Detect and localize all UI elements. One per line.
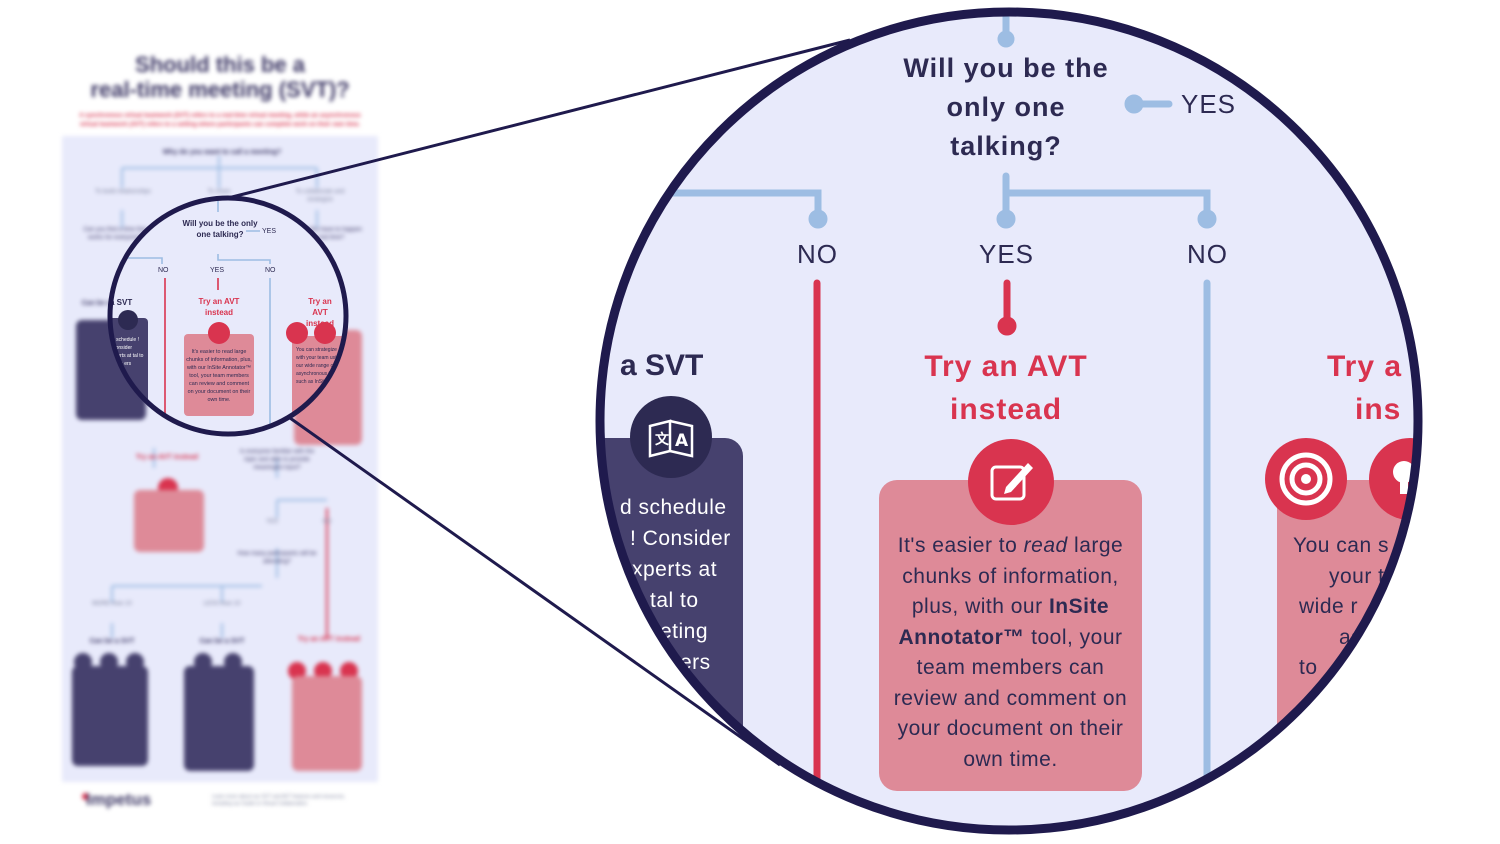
thumb-option-right: To collaborate and strategize xyxy=(295,189,345,203)
small-lightbulb-icon xyxy=(314,322,336,344)
target-icon xyxy=(1265,438,1347,520)
thumb-pink-card-2 xyxy=(134,490,204,552)
svt-dark-card xyxy=(599,438,743,831)
thumb-dark-card-3 xyxy=(184,666,254,771)
avt-pink-card xyxy=(879,480,1142,791)
small-card-text: It's easier to read large chunks of info… xyxy=(186,349,252,403)
small-edit-icon xyxy=(208,322,230,344)
small-target-icon xyxy=(286,322,308,344)
thumb-yes: YES xyxy=(265,519,278,525)
thumb-try-avt-3: Try an AVT instead xyxy=(297,636,361,643)
small-lens: Will you be the only one talking? YES NO… xyxy=(110,198,346,434)
thumb-option-mid: To share xyxy=(207,189,231,195)
try-avt-heading-right: Try a ins xyxy=(1327,350,1403,426)
thumb-no: NO xyxy=(322,519,332,525)
lens-connectors xyxy=(599,11,1217,831)
translate-icon: 文 A xyxy=(630,396,712,478)
thumb-dark-card-2 xyxy=(72,666,148,766)
label-no-right: NO xyxy=(1187,239,1228,269)
small-yes-side: YES xyxy=(262,228,277,235)
thumb-try-avt-1: Try an AVT instead xyxy=(135,454,199,461)
thumb-question-left: Can you find a time that works for every… xyxy=(83,227,147,241)
small-right-text: You can strategize with your team using … xyxy=(296,347,344,385)
infographic-subtitle: A synchronous virtual teamwork (SVT) ref… xyxy=(79,113,361,128)
small-no-right: NO xyxy=(265,267,276,274)
small-question: Will you be the only one talking? xyxy=(182,219,258,239)
thumb-less: LESS than 10 xyxy=(203,601,241,607)
can-be-svt-heading: a SVT xyxy=(620,349,704,382)
impetus-logo: Impetus xyxy=(86,790,152,809)
infographic-title: Should this be a real-time meeting (SVT)… xyxy=(90,52,350,102)
small-translate-icon xyxy=(118,310,138,330)
logo-dot xyxy=(82,793,89,800)
label-yes-center: YES xyxy=(979,239,1035,269)
label-yes-side: YES xyxy=(1181,89,1237,119)
small-pink-card xyxy=(184,334,254,416)
edit-note-icon xyxy=(968,439,1054,525)
avt-card-text: It's easier to read large chunks of info… xyxy=(893,534,1128,771)
thumb-pink-card-3 xyxy=(292,676,362,771)
try-avt-heading: Try an AVT instead xyxy=(924,350,1088,426)
thumb-question-familiar: Is everyone familiar with the topic and … xyxy=(239,449,315,471)
thumb-icon-g xyxy=(314,662,332,680)
thumb-question-top: Why do you want to call a meeting? xyxy=(162,149,282,156)
svg-text:文: 文 xyxy=(655,431,670,448)
thumb-icon-f xyxy=(288,662,306,680)
small-dark-card xyxy=(110,318,148,418)
question-only-one-talking: Will you be the only one talking? xyxy=(903,53,1109,161)
thumb-can-be-svt-1: Can be a SVT xyxy=(81,300,127,307)
thumb-can-be-svt-2: Can be a SVT xyxy=(89,638,135,645)
thumb-icon-h xyxy=(340,662,358,680)
label-no-left: NO xyxy=(797,239,838,269)
small-yes: YES xyxy=(210,267,225,274)
thumbnail-connectors xyxy=(111,156,328,638)
thumb-more: MORE than 10 xyxy=(92,601,132,607)
small-avt-head: Try an AVT instead xyxy=(198,297,240,317)
small-no-left: NO xyxy=(158,267,169,274)
thumb-option-left: To build relationships xyxy=(94,189,152,195)
magnified-lens: Will you be the only one talking? YES NO… xyxy=(599,11,1419,831)
svt-card-text: d schedule ! Consider xperts at tal to e… xyxy=(620,496,731,674)
thumb-question-right: Does this have to happen in real time? xyxy=(293,227,363,241)
small-svt: a SVT xyxy=(110,298,133,307)
thumb-question-participants: How many participants will be attending? xyxy=(237,551,317,565)
thumb-can-be-svt-3: Can be a SVT xyxy=(199,638,245,645)
svg-text:A: A xyxy=(675,431,689,451)
footer-text: Learn more about our SVT and AVT feature… xyxy=(212,794,346,807)
